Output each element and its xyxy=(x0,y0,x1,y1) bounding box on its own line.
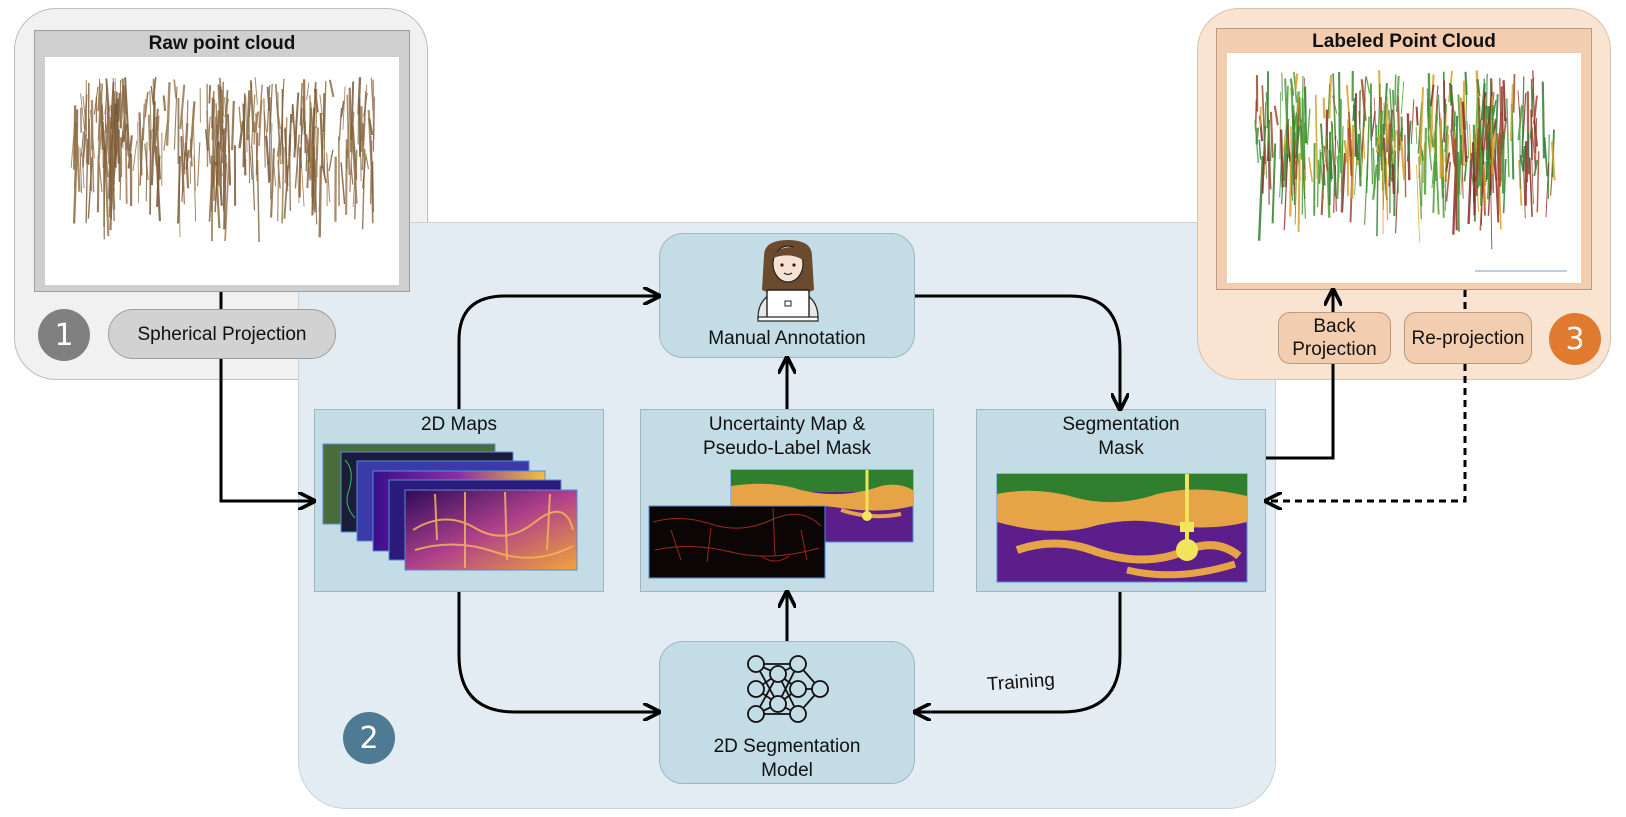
segmentation-mask-graphic xyxy=(996,473,1248,583)
uncertainty-title-line1: Uncertainty Map & xyxy=(708,414,866,435)
raw-point-cloud-image xyxy=(45,57,399,285)
training-label: Training xyxy=(986,669,1056,696)
uncertainty-title-line2: Pseudo-Label Mask xyxy=(703,438,871,459)
labeled-point-cloud-graphic xyxy=(1254,70,1556,250)
2d-maps-stack-graphic xyxy=(322,443,578,571)
step-3-badge: 3 xyxy=(1549,313,1601,365)
segmentation-title-line1: Segmentation xyxy=(1062,414,1180,435)
uncertainty-map-panel: Uncertainty Map & Pseudo-Label Mask xyxy=(640,409,934,592)
back-projection-line2: Projection xyxy=(1292,339,1377,360)
labeled-point-cloud-frame: Labeled Point Cloud xyxy=(1216,28,1592,290)
segmentation-title-line2: Mask xyxy=(1098,438,1144,459)
segmentation-model-line2: Model xyxy=(761,760,813,781)
raw-point-cloud-frame: Raw point cloud xyxy=(34,30,410,292)
labeled-point-cloud-image xyxy=(1227,53,1581,283)
2d-maps-panel: 2D Maps xyxy=(314,409,604,592)
back-projection-line1: Back xyxy=(1313,316,1356,337)
neural-network-icon xyxy=(747,655,829,723)
uncertainty-map-title: Uncertainty Map & Pseudo-Label Mask xyxy=(641,413,933,461)
segmentation-mask-panel: Segmentation Mask xyxy=(976,409,1266,592)
2d-maps-title: 2D Maps xyxy=(420,414,498,435)
step-2-badge: 2 xyxy=(343,712,395,764)
raw-point-cloud-title: Raw point cloud xyxy=(148,33,296,54)
segmentation-model-node: 2D Segmentation Model xyxy=(659,641,915,784)
segmentation-model-label: 2D Segmentation Model xyxy=(660,735,914,783)
segmentation-model-line1: 2D Segmentation xyxy=(713,736,861,757)
step-1-badge: 1 xyxy=(38,309,90,361)
manual-annotation-label: Manual Annotation xyxy=(708,328,866,349)
spherical-projection-label: Spherical Projection xyxy=(108,309,336,359)
annotator-person-icon xyxy=(757,240,819,322)
manual-annotation-node: Manual Annotation xyxy=(659,233,915,358)
labeled-point-cloud-title: Labeled Point Cloud xyxy=(1312,31,1496,52)
uncertainty-and-mask-graphic xyxy=(648,469,914,579)
raw-point-cloud-graphic xyxy=(70,77,375,243)
dashed-reprojection-to-mask xyxy=(1266,364,1467,501)
re-projection-label: Re-projection xyxy=(1404,312,1532,364)
segmentation-mask-title: Segmentation Mask xyxy=(977,413,1265,461)
